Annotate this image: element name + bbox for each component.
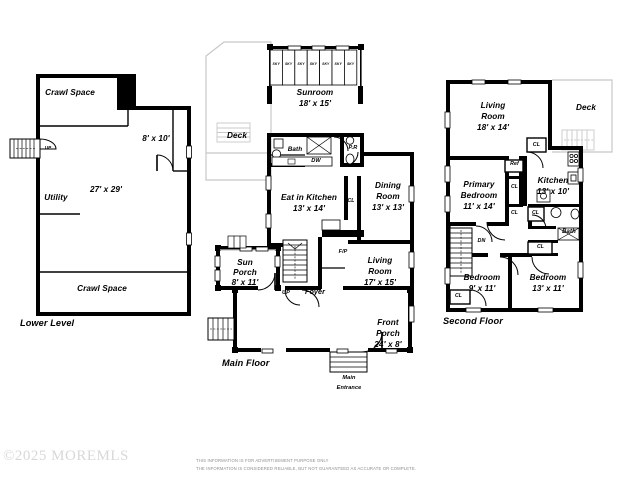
room-label-utility: Utility [44, 193, 68, 202]
skylight-label-7: SKY [346, 62, 355, 66]
powder-room-fixtures [345, 136, 355, 165]
room-label-second-kitchen-name: Kitchen [537, 176, 569, 185]
closet-label-hall: CL [536, 244, 545, 250]
bath-fixtures-main [271, 136, 332, 159]
second-floor-stairs [449, 227, 473, 277]
closet-label-primary-2: CL [510, 210, 519, 216]
entrance-label-main: Main [342, 375, 356, 381]
room-label-dining-room-name: Dining [374, 181, 402, 190]
stair-marker-dn-second: DN [477, 238, 486, 244]
room-label-crawl-space-upper: Crawl Space [45, 88, 95, 97]
room-label-front-porch-name: Front [377, 318, 399, 327]
skylight-label-2: SKY [284, 62, 293, 66]
fireplace-label: F/P [338, 249, 348, 255]
bath-fixtures-second [550, 207, 580, 241]
room-label-main-deck: Deck [227, 131, 247, 140]
room-label-sun-porch-name: Sun [237, 258, 253, 267]
room-label-second-bath: Bath [562, 229, 576, 235]
appliance-label-refrigerator: Ref [510, 161, 519, 167]
skylight-band [269, 49, 358, 86]
room-label-primary-bedroom-name: Primary [463, 180, 495, 189]
closet-label-second-bath: CL [531, 210, 540, 216]
second-floor-plan [444, 79, 613, 313]
room-label-main-living-room-name2: Room [368, 267, 392, 276]
room-label-powder-room: P.R [348, 145, 358, 151]
skylight-label-6: SKY [334, 62, 342, 66]
floor-title-main-floor: Main Floor [222, 358, 270, 368]
room-label-bedroom2-dimensions: 9' x 11' [468, 284, 496, 293]
entrance-label-main2: Entrance [336, 385, 362, 391]
closet-ref-box [504, 159, 524, 173]
kitchen-fixtures-second [536, 151, 580, 203]
room-label-eat-in-kitchen-name: Eat in Kitchen [281, 193, 337, 202]
disclaimer-line-2: THE INFORMATION IS CONSIDERED RELIABLE, … [196, 466, 417, 471]
room-label-primary-bedroom-name2: Bedroom [460, 191, 498, 200]
room-label-front-porch-name2: Porch [376, 329, 400, 338]
main-floor-stairs [282, 239, 308, 283]
room-label-bedroom3-name: Bedroom [529, 273, 567, 282]
room-label-second-deck: Deck [576, 103, 596, 112]
lower-level-plan [9, 74, 192, 316]
closet-hall [527, 241, 553, 255]
room-label-eat-in-kitchen-dimensions: 13' x 14' [292, 204, 326, 213]
room-label-lower-main-dimensions: 27' x 29' [89, 185, 123, 194]
closet-label-bedroom2: CL [454, 293, 463, 299]
appliance-label-dishwasher: DW [311, 158, 321, 164]
side-porch-stairs [207, 317, 235, 341]
room-label-dining-room-dimensions: 13' x 13' [371, 203, 405, 212]
kitchen-fixtures-main [227, 235, 247, 249]
room-label-main-living-room-dimensions: 17' x 15' [363, 278, 397, 287]
closet-bedroom2 [449, 289, 471, 305]
floor-title-second-floor: Second Floor [443, 316, 503, 326]
room-label-second-kitchen-dimensions: 13' x 10' [536, 187, 570, 196]
lower-stairs [9, 138, 57, 159]
room-label-second-living-room-dimensions: 18' x 14' [476, 123, 510, 132]
room-label-foyer: Foyer [304, 287, 326, 296]
skylight-label-1: SKY [272, 62, 280, 66]
room-label-crawl-space-lower: Crawl Space [77, 284, 127, 293]
room-label-sunroom-dimensions: 18' x 15' [298, 99, 332, 108]
stair-marker-up-lower: UP [44, 145, 52, 150]
room-label-dining-room-name2: Room [376, 192, 400, 201]
skylight-label-3: SKY [297, 62, 305, 66]
disclaimer-line-1: THIS INFORMATION IS FOR ADVERTISEMENT PU… [196, 458, 329, 463]
main-floor-plan [205, 41, 415, 373]
room-label-sun-porch-dimensions: 8' x 11' [231, 278, 259, 287]
room-label-bedroom2-name: Bedroom [463, 273, 501, 282]
main-deck-stairs [216, 122, 251, 143]
dishwasher-main [271, 156, 333, 167]
room-label-sun-porch-name2: Porch [233, 268, 257, 277]
room-label-primary-bedroom-dimensions: 11' x 14' [463, 202, 495, 211]
closet-living [526, 137, 547, 153]
closet-label-main-dining: CL [347, 198, 355, 204]
main-deck-outline [205, 41, 272, 181]
room-label-sunroom-name: Sunroom [296, 88, 334, 97]
floor-title-lower-level: Lower Level [20, 318, 75, 328]
room-label-second-living-room-name2: Room [481, 112, 505, 121]
copyright-watermark: ©2025 MOREMLS [3, 448, 129, 464]
skylight-label-4: SKY [309, 62, 318, 66]
closet-label-second-living: CL [532, 142, 541, 148]
stair-marker-up-main: UP [282, 290, 290, 296]
room-label-main-living-room-name: Living [367, 256, 393, 265]
closet-label-primary-1: CL [510, 184, 519, 190]
room-label-main-bath: Bath [287, 146, 303, 153]
main-entrance-stairs [329, 351, 368, 373]
room-label-second-living-room-name: Living [480, 101, 506, 110]
room-label-front-porch-dimensions: 24' x 8' [374, 340, 402, 349]
room-label-bedroom3-dimensions: 13' x 11' [532, 284, 564, 293]
skylight-label-5: SKY [322, 62, 330, 66]
room-label-8x10: 8' x 10' [142, 134, 170, 143]
